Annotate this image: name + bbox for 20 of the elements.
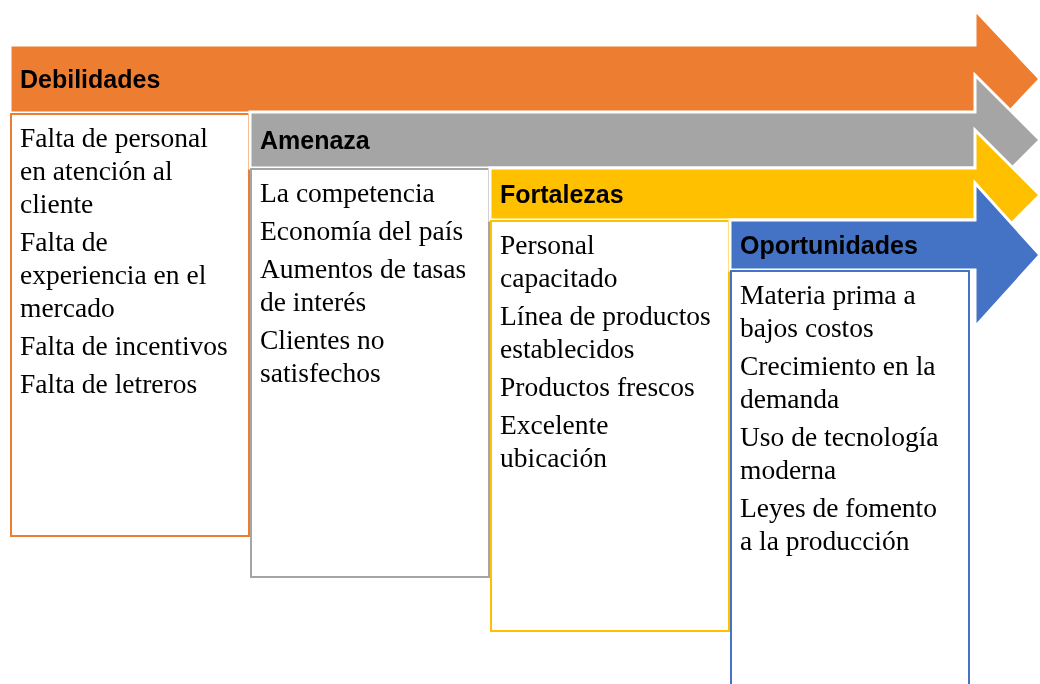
- list-item: La competencia: [260, 176, 436, 209]
- list-item: Personal capacitado: [500, 228, 619, 294]
- list-item: Economía del país: [260, 214, 465, 247]
- list-item: Leyes de fomento a la producción: [740, 491, 938, 557]
- list-item: Materia prima a bajos costos: [740, 278, 917, 344]
- list-item: Línea de productos establecidos: [500, 299, 712, 365]
- list-item: Aumentos de tasas de interés: [260, 252, 468, 318]
- list-item: Falta de letreros: [20, 367, 199, 400]
- list-item: Clientes no satisfechos: [260, 323, 386, 389]
- column-heading: Debilidades: [20, 63, 161, 95]
- list-item: Excelente ubicación: [500, 408, 610, 474]
- column-heading: Oportunidades: [740, 229, 918, 261]
- column-heading: Fortalezas: [500, 178, 624, 210]
- list-item: Falta de experiencia en el mercado: [20, 225, 208, 324]
- list-item: Falta de incentivos: [20, 329, 229, 362]
- list-item: Productos frescos: [500, 370, 696, 403]
- list-item: Uso de tecnología moderna: [740, 420, 940, 486]
- column-heading: Amenaza: [260, 124, 370, 156]
- list-item: Crecimiento en la demanda: [740, 349, 937, 415]
- list-item: Falta de personal en atención al cliente: [20, 121, 209, 220]
